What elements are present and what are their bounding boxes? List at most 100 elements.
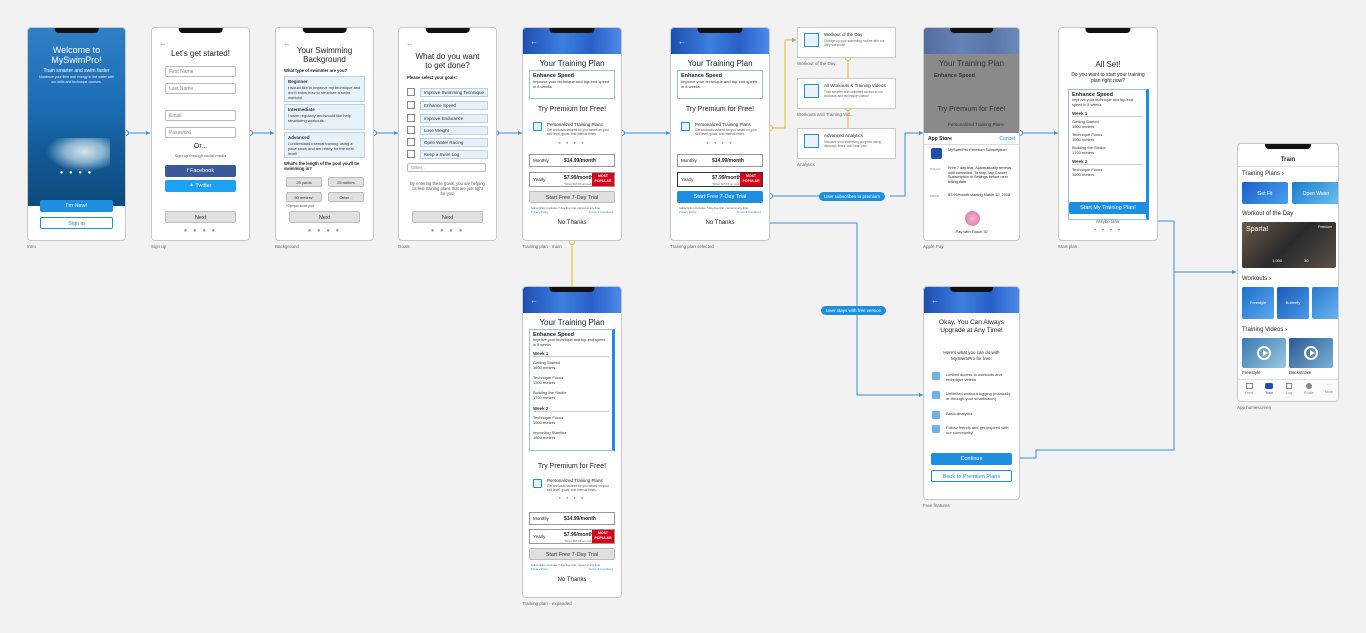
home-title: Train — [1280, 157, 1296, 163]
no-thanks-link[interactable]: No Thanks — [557, 577, 587, 583]
chevron-right-icon: › — [1281, 171, 1284, 177]
sign-in-button[interactable]: Sign in — [40, 217, 113, 229]
password-field[interactable]: Password — [165, 127, 236, 138]
tab-feed[interactable]: Feed — [1240, 383, 1258, 395]
training-plans-header[interactable]: Training Plans › — [1242, 171, 1284, 177]
caption-workouts-videos: Workouts and Training Vid... — [797, 112, 854, 117]
plan-title: Your Training Plan — [539, 59, 605, 68]
back-arrow-icon[interactable]: ← — [530, 37, 538, 46]
plan-week-list[interactable]: Enhance Speed Improve your technique and… — [1068, 89, 1149, 220]
start-trial-button[interactable]: Start Free 7-Day Trial — [529, 548, 615, 560]
tab-profile[interactable]: Profile — [1300, 383, 1318, 395]
video-tile-backstroke[interactable] — [1289, 338, 1333, 368]
start-trial-button[interactable]: Start Free 7-Day Trial — [529, 191, 615, 203]
pool-25-meters[interactable]: 25 meters — [328, 177, 364, 187]
tab-log[interactable]: Log — [1280, 383, 1298, 395]
start-my-plan-button[interactable]: Start My Training Plan! — [1069, 202, 1147, 214]
plan-expanded-screen: ← Your Training Plan Enhance Speed Impro… — [522, 286, 622, 598]
plan-tile-open-water[interactable]: Open Water — [1292, 182, 1338, 204]
pool-50-meters[interactable]: 50 meters* — [286, 192, 322, 202]
workout-tile-freestyle[interactable]: Freestyle — [1242, 287, 1274, 319]
goal-checkbox[interactable] — [407, 126, 415, 134]
training-videos-header[interactable]: Training Videos › — [1242, 327, 1288, 333]
myswimpro-app-icon — [931, 148, 942, 159]
wotd-card[interactable]: Sparta! Premium 1,000 30 — [1242, 222, 1336, 268]
goal-other-field[interactable]: Other... — [407, 163, 486, 172]
goal-checkbox[interactable] — [407, 138, 415, 146]
fingerprint-icon[interactable] — [965, 211, 980, 226]
back-arrow-icon[interactable]: ← — [678, 37, 686, 46]
goals-prompt: Please select your goals: — [407, 75, 458, 80]
caption-signup: Sign up — [151, 244, 167, 249]
plan-tile-get-fit[interactable]: Get Fit — [1242, 182, 1288, 204]
privacy-link[interactable]: Privacy Policy — [531, 210, 549, 214]
monthly-option[interactable]: Monthly$14.99/month — [529, 512, 615, 525]
apple-pay-cancel[interactable]: Cancel — [999, 136, 1015, 142]
play-icon — [1304, 346, 1318, 360]
video-label-freestyle: Freestyle — [1242, 370, 1261, 375]
first-name-field[interactable]: First Name — [165, 66, 236, 77]
plan-expanded-card[interactable]: Enhance Speed Improve your technique and… — [529, 329, 615, 451]
back-arrow-icon[interactable]: ← — [530, 296, 538, 305]
feature-desc: Get workouts tailored for you based on y… — [547, 484, 609, 492]
twitter-button[interactable]: ✦ Twitter — [165, 180, 236, 192]
pool-note: *Olympic-sized pool — [286, 204, 315, 208]
goal-checkbox[interactable] — [407, 101, 415, 109]
goal-checkbox[interactable] — [407, 114, 415, 122]
intro-hero-image — [28, 28, 125, 206]
background-next-button[interactable]: Next — [289, 211, 360, 223]
social-hint: Sign up through social media — [174, 153, 227, 158]
dimmed-plan-backdrop: Your Training Plan Enhance Speed Try Pre… — [924, 28, 1019, 133]
workout-tile-butterfly[interactable]: Butterfly — [1277, 287, 1309, 319]
im-new-button[interactable]: I'm New! — [40, 200, 113, 212]
email-field[interactable]: Email — [165, 110, 236, 121]
no-thanks-link[interactable]: No Thanks — [557, 220, 587, 226]
signup-next-button[interactable]: Next — [165, 211, 236, 223]
back-arrow-icon[interactable]: ← — [159, 39, 167, 48]
facebook-button[interactable]: f Facebook — [165, 165, 236, 177]
tab-train[interactable]: Train — [1260, 383, 1278, 395]
continue-button[interactable]: Continue — [931, 453, 1012, 465]
no-thanks-link[interactable]: No Thanks — [705, 220, 735, 226]
goal-checkbox[interactable] — [407, 88, 415, 96]
most-popular-badge: MOST POPULAR — [592, 173, 614, 186]
goals-next-button[interactable]: Next — [412, 211, 483, 223]
monthly-option[interactable]: Monthly$14.99/month — [677, 154, 763, 167]
pool-other[interactable]: Other... — [328, 192, 364, 202]
goal-checkbox[interactable] — [407, 150, 415, 158]
back-arrow-icon[interactable]: ← — [406, 39, 414, 48]
tab-more[interactable]: ···More — [1320, 382, 1338, 394]
last-name-field[interactable]: Last Name — [165, 83, 236, 94]
workout-tile-more[interactable] — [1312, 287, 1338, 319]
terms-link[interactable]: Terms & Conditions — [589, 567, 614, 571]
back-arrow-icon[interactable]: ← — [931, 296, 939, 305]
maybe-later-link[interactable]: Maybe later — [1096, 219, 1120, 224]
terms-link[interactable]: Terms & Conditions — [737, 210, 762, 214]
terms-link[interactable]: Terms & Conditions — [589, 210, 614, 214]
pool-25-yards[interactable]: 25 yards — [286, 177, 322, 187]
yearly-option[interactable]: Yearly$7.99/month**Billed $95.88 annuall… — [529, 529, 615, 544]
apple-pay-sheet: App Store Cancel MySwimPro Premium Subsc… — [924, 133, 1019, 240]
free-item-workouts: Limited access to workouts and technique… — [932, 372, 1011, 382]
yearly-option[interactable]: Yearly$7.99/month**Billed $95.88 annuall… — [677, 172, 763, 187]
goals-screen: ← What do you want to get done? Please s… — [398, 27, 497, 241]
feature-page-dots: ● ● ● ● — [558, 495, 586, 500]
start-trial-button[interactable]: Start Free 7-Day Trial — [677, 191, 763, 203]
yearly-option[interactable]: Yearly$7.99/month**Billed $95.88 annuall… — [529, 172, 615, 187]
monthly-option[interactable]: Monthly$14.99/month — [529, 154, 615, 167]
video-tile-freestyle[interactable] — [1242, 338, 1286, 368]
swimmer-icon — [1265, 383, 1273, 389]
privacy-link[interactable]: Privacy Policy — [531, 567, 549, 571]
back-arrow-icon[interactable]: ← — [283, 39, 291, 48]
back-to-premium-button[interactable]: Back to Premium Plans — [931, 470, 1012, 482]
workouts-header[interactable]: Workouts › — [1242, 276, 1271, 282]
privacy-link[interactable]: Privacy Policy — [679, 210, 697, 214]
background-screen: ← Your Swimming Background What type of … — [275, 27, 374, 241]
